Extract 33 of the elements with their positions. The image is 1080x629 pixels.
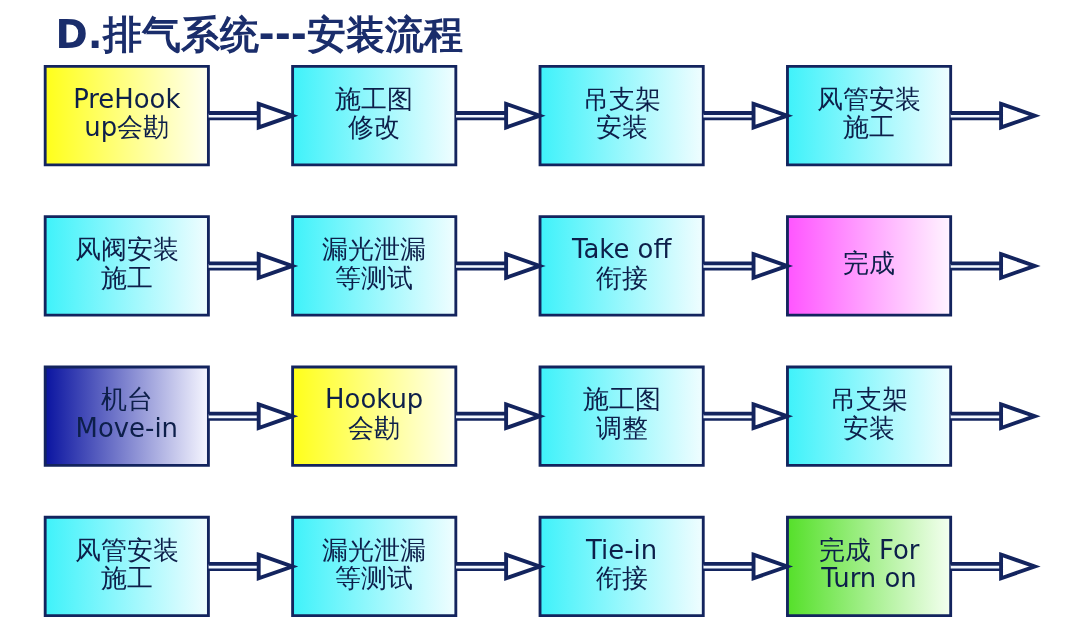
node-box: Hookup 会勘 [290, 365, 457, 467]
node-box: 施工图修改 [290, 65, 457, 167]
arrow [950, 101, 1041, 131]
arrow [455, 551, 546, 581]
arrow [208, 401, 298, 431]
node-box: 吊支架安装 [785, 365, 952, 467]
node-box: 漏光泄漏等测试 [290, 515, 457, 618]
node-box: Tie-in 衔接 [538, 515, 705, 618]
node-box: Take off 衔接 [538, 215, 705, 317]
arrow [455, 251, 546, 281]
node-box: 施工图调整 [538, 365, 705, 467]
arrow [950, 401, 1041, 431]
arrow [702, 401, 793, 431]
arrow [950, 551, 1041, 581]
arrow [208, 551, 298, 581]
node-box: 漏光泄漏等测试 [290, 215, 457, 317]
diagram-title: D.排气系统---安装流程 [55, 12, 463, 58]
arrow [950, 251, 1041, 281]
arrow [702, 551, 793, 581]
arrow [455, 401, 546, 431]
node-box: PreHook up会勘 [43, 65, 210, 167]
node-box: 风阀安装施工 [43, 215, 210, 317]
arrow [702, 101, 793, 131]
arrow [208, 251, 298, 281]
arrow [208, 101, 298, 131]
node-box: 风管安装施工 [785, 65, 952, 167]
node-box: 机台 Move-in [43, 365, 210, 467]
arrow [702, 251, 793, 281]
node-box: 吊支架安装 [538, 65, 705, 167]
arrow [455, 101, 546, 131]
node-box: 完成 [785, 215, 952, 317]
node-box: 完成 For Turn on [785, 515, 952, 618]
node-box: 风管安装施工 [43, 515, 210, 618]
